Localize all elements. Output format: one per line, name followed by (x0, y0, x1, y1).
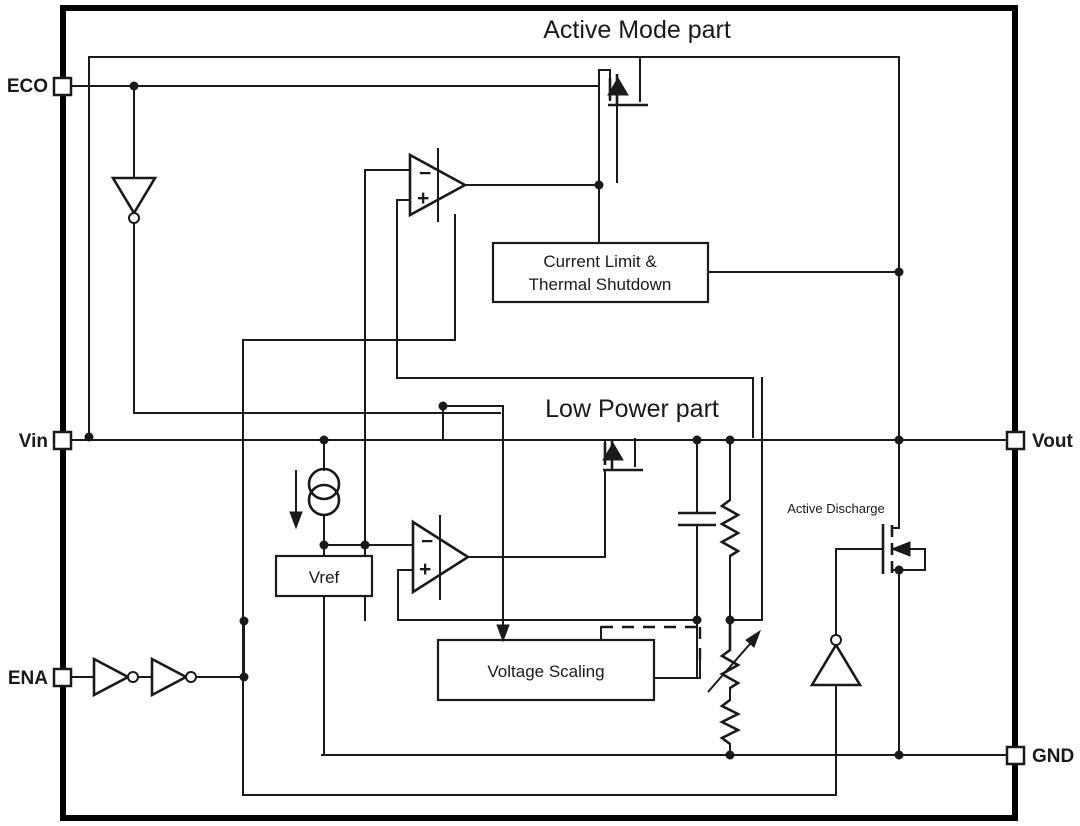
opamp-lowpower-plus-sign: + (419, 558, 431, 581)
inverter-discharge-bubble-icon (830, 634, 842, 646)
inverter-ena-1 (92, 656, 131, 698)
block-current-limit-line1: Current Limit & (543, 252, 657, 271)
resistor-variable-icon (719, 620, 741, 690)
junction-rtop (725, 435, 735, 445)
junction-cap-top (692, 435, 702, 445)
opamp-active-minus-sign: − (419, 162, 431, 185)
junction-vin-currentsource (319, 435, 329, 445)
block-vref (274, 554, 374, 598)
resistor-lower-icon (719, 698, 741, 746)
pin-label-ena: ENA (8, 668, 48, 689)
inverter-ena-2-bubble-icon (185, 671, 197, 683)
inverter-ena-2 (150, 656, 189, 698)
block-current-limit-line2: Thermal Shutdown (529, 275, 672, 294)
voltage-scaling-input-arrow-icon (496, 624, 510, 643)
wire-nmos-body-tie (898, 548, 926, 571)
block-current-limit-thermal-shutdown (491, 241, 710, 304)
block-vref-label: Vref (309, 568, 340, 587)
pin-label-gnd: GND (1032, 746, 1074, 767)
variable-arrow-shaft-icon (707, 636, 757, 693)
chip-boundary (60, 5, 1018, 821)
pmos-a-body-arrow-icon (607, 77, 629, 96)
inverter-eco-bubble-icon (128, 212, 140, 224)
current-arrow-head-icon (289, 511, 303, 530)
opamp-active-plus-sign: + (417, 187, 429, 210)
pmos-b-body-arrow-icon (602, 442, 624, 461)
junction-rbot-gnd (725, 750, 735, 760)
pin-gnd[interactable] (1005, 745, 1026, 766)
pin-label-vout: Vout (1032, 431, 1073, 452)
variable-arrow-head-icon (745, 629, 761, 648)
inverter-ena-1-bubble-icon (127, 671, 139, 683)
pin-vout[interactable] (1005, 430, 1026, 451)
opamp-lowpower-minus-sign: − (421, 530, 433, 553)
block-voltage-scaling (436, 638, 656, 702)
junction-eco (129, 81, 139, 91)
inverter-discharge (809, 642, 863, 687)
junction-vref-sense (360, 540, 370, 550)
inverter-eco (110, 176, 158, 216)
wire-eco-inv-out (133, 222, 501, 414)
junction-ena-branch (239, 616, 249, 626)
pin-label-vin: Vin (19, 431, 48, 452)
block-voltage-scaling-label: Voltage Scaling (487, 662, 604, 681)
current-source-circle-upper-icon (307, 467, 341, 501)
pin-ena[interactable] (52, 667, 73, 688)
pin-label-eco: ECO (7, 76, 48, 97)
section-title-active-mode: Active Mode part (543, 16, 731, 44)
pin-vin[interactable] (52, 430, 73, 451)
resistor-upper-icon (719, 498, 741, 558)
label-active-discharge: Active Discharge (787, 501, 885, 516)
pin-eco[interactable] (52, 76, 73, 97)
nmos-body-arrow-icon (890, 541, 911, 557)
section-title-low-power: Low Power part (545, 395, 719, 423)
